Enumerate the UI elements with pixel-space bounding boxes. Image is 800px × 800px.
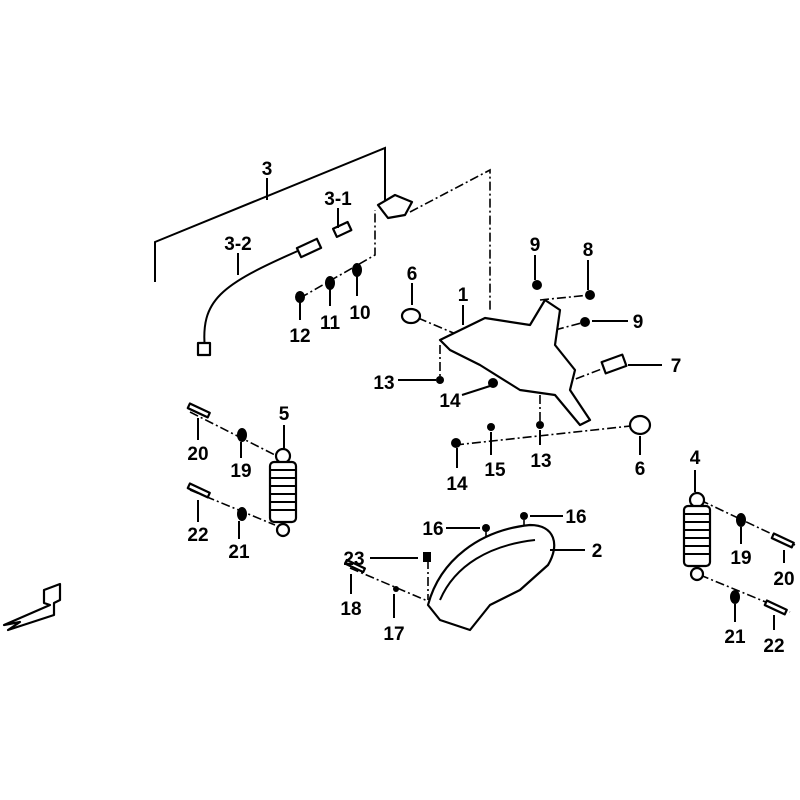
- centerline: [409, 168, 491, 310]
- part-13-lower: [536, 421, 544, 429]
- centerline: [539, 294, 591, 301]
- callout-6-lower: 6: [635, 459, 646, 480]
- callout-3-1: 3-1: [324, 189, 352, 210]
- callout-15: 15: [484, 460, 506, 481]
- callout-21: 21: [228, 542, 250, 563]
- callout-23: 23: [343, 549, 364, 570]
- callout-18: 18: [340, 599, 361, 620]
- part-14-upper: [488, 378, 498, 388]
- callout-19-right: 19: [730, 548, 751, 569]
- centerline: [189, 489, 276, 526]
- part-22-bolt: [186, 482, 211, 499]
- cable-adjuster: [295, 237, 323, 259]
- callout-7: 7: [671, 356, 682, 377]
- callout-14-lower: 14: [446, 474, 468, 495]
- part-15: [487, 423, 495, 431]
- callout-5: 5: [279, 404, 290, 425]
- callout-14: 14: [439, 391, 461, 412]
- callout-20: 20: [187, 444, 208, 465]
- part-2-fender: [426, 523, 556, 632]
- part-11: [325, 276, 335, 290]
- callout-12: 12: [289, 326, 310, 347]
- callout-16-right: 16: [565, 507, 586, 528]
- callout-6: 6: [407, 264, 418, 285]
- shock-absorber-5: [268, 447, 298, 538]
- cable-end: [196, 341, 212, 357]
- centerline: [349, 567, 431, 603]
- part-9-upper: [532, 280, 542, 290]
- part-20-bolt: [186, 402, 211, 419]
- centerline: [299, 210, 376, 299]
- callout-9: 9: [530, 235, 541, 256]
- leader-lines: [197, 208, 785, 630]
- callout-8: 8: [583, 240, 594, 261]
- callout-20-right: 20: [773, 569, 794, 590]
- part-22-right-bolt: [763, 599, 788, 616]
- callout-22: 22: [187, 525, 208, 546]
- part-16-left: [482, 524, 490, 532]
- centerline: [189, 411, 276, 456]
- front-direction-arrow-icon: [2, 582, 62, 632]
- part-23: [423, 552, 431, 562]
- callout-3-2: 3-2: [224, 234, 251, 255]
- part-20-right-bolt: [770, 532, 795, 549]
- part-7: [600, 353, 628, 375]
- callout-11: 11: [320, 313, 341, 334]
- part-21-right: [730, 590, 740, 604]
- callout-2: 2: [592, 541, 603, 562]
- part-13-left: [436, 376, 444, 384]
- shock-absorber-4: [682, 491, 712, 582]
- centerline: [454, 424, 641, 446]
- part-21: [237, 507, 247, 521]
- callout-9-right: 9: [633, 312, 644, 333]
- callout-10: 10: [349, 303, 370, 324]
- callout-19: 19: [230, 461, 251, 482]
- part-17: [393, 586, 399, 592]
- callout-21-right: 21: [724, 627, 746, 648]
- part-8: [585, 290, 595, 300]
- callout-16: 16: [422, 519, 443, 540]
- lever-housing: [376, 193, 414, 220]
- callout-4: 4: [690, 448, 701, 469]
- callout-1: 1: [458, 285, 469, 306]
- part-18-bolt: [343, 558, 367, 574]
- callout-22-right: 22: [763, 636, 784, 657]
- part-19: [237, 428, 247, 442]
- callout-13: 13: [373, 373, 394, 394]
- part-10: [352, 263, 362, 277]
- part-16-right: [520, 512, 528, 520]
- part-14-lower: [451, 438, 461, 448]
- part-3-1: [331, 220, 353, 239]
- callout-3: 3: [262, 159, 273, 180]
- part-1-bracket: [438, 298, 592, 427]
- part-6-upper: [400, 307, 422, 325]
- group-3-bracket: [154, 146, 386, 282]
- cable: [203, 249, 301, 351]
- part-6-lower: [628, 414, 652, 436]
- part-9-right: [580, 317, 590, 327]
- part-19-right: [736, 513, 746, 527]
- fender-inner: [439, 539, 536, 601]
- callout-17: 17: [383, 624, 404, 645]
- part-12: [295, 291, 305, 303]
- centerline: [554, 321, 586, 331]
- callout-13-lower: 13: [530, 451, 551, 472]
